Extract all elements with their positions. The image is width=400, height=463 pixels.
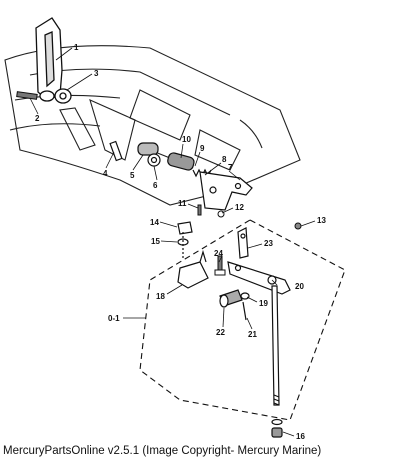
- callout-15: 15: [151, 237, 160, 246]
- link-23: [237, 227, 249, 259]
- lever-screw: [16, 91, 38, 100]
- callout-20: 20: [295, 282, 304, 291]
- callout-5: 5: [130, 171, 135, 180]
- callout-labels: 1 2 3 4 5 6 7 8 9 10 11 12 13 14 15 16 1…: [35, 43, 326, 440]
- callout-23: 23: [264, 239, 273, 248]
- pin-22: [219, 289, 250, 321]
- linkage-bracket: [199, 171, 253, 211]
- callout-4: 4: [103, 169, 108, 178]
- callout-3: 3: [94, 69, 99, 78]
- callout-16: 16: [296, 432, 305, 440]
- callout-22: 22: [216, 328, 225, 337]
- lever-plate-20: [227, 261, 291, 295]
- control-rod: [271, 285, 283, 438]
- parts-diagram: 1 2 3 4 5 6 7 8 9 10 11 12 13 14 15 16 1…: [4, 17, 346, 440]
- mount-bracket-18: [177, 249, 209, 289]
- callout-9: 9: [200, 144, 205, 153]
- callout-6: 6: [153, 181, 158, 190]
- callout-8: 8: [222, 155, 227, 164]
- callout-10: 10: [182, 135, 191, 144]
- nut-13: [294, 222, 302, 230]
- callout-19: 19: [259, 299, 268, 308]
- leader-lines: [29, 47, 316, 437]
- callout-11: 11: [178, 199, 187, 208]
- image-copyright-caption: MercuryPartsOnline v2.5.1 (Image Copyrig…: [3, 445, 322, 457]
- callout-24: 24: [214, 249, 223, 258]
- callout-12: 12: [235, 203, 244, 212]
- callout-21: 21: [248, 330, 257, 339]
- lever-washer: [54, 88, 72, 104]
- callout-18: 18: [156, 292, 165, 301]
- bolt-24: [214, 255, 226, 276]
- callout-2: 2: [35, 114, 40, 123]
- callout-7: 7: [228, 163, 233, 172]
- callout-1: 1: [74, 43, 79, 52]
- throttle-lever-arm: [35, 17, 63, 102]
- bolt-14: [177, 221, 193, 258]
- callout-13: 13: [317, 216, 326, 225]
- assembly-label: 0-1: [108, 314, 120, 323]
- bracket-screws: [197, 204, 225, 218]
- callout-14: 14: [150, 218, 159, 227]
- pivot-pin: [109, 140, 161, 167]
